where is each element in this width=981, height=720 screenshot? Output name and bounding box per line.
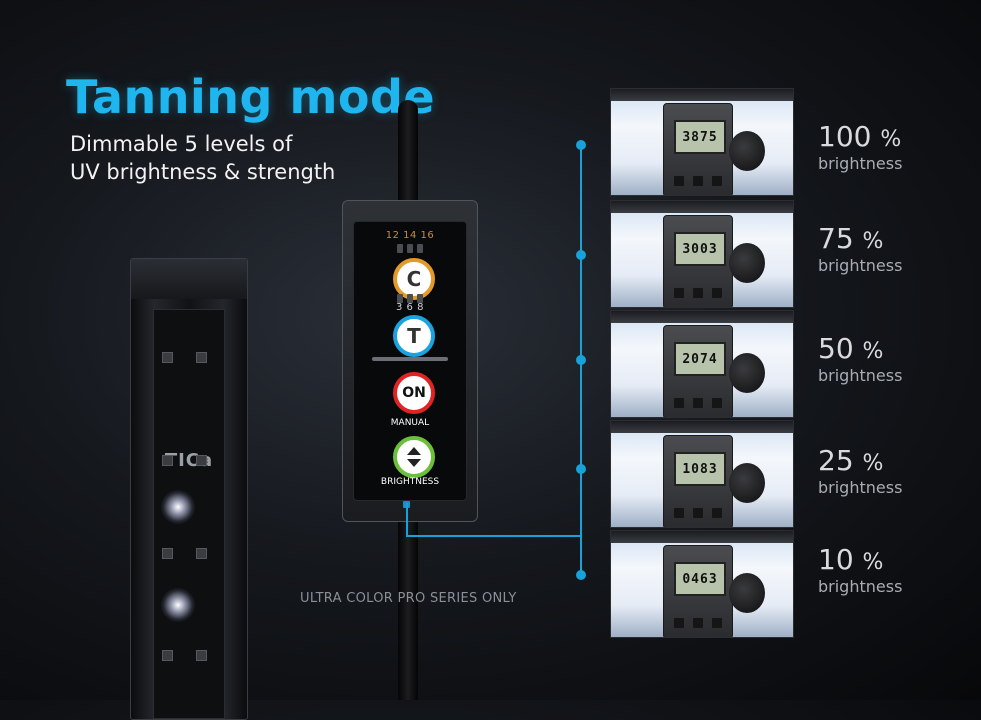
meter-reading: 3003 [674,232,726,266]
led-glow [161,490,195,524]
meter-photo-75: 3003 [610,200,794,308]
subtitle-line-1: Dimmable 5 levels of [70,132,293,156]
meter-photo-50: 2074 [610,310,794,418]
percent-symbol: % [880,127,902,152]
connector-node [576,570,586,580]
light-bar-led-strip: TICa [153,309,225,719]
controller-panel: 12 14 16 C 3 6 8 T ON MANUAL BRIGHTNESS [353,221,467,501]
subtitle: Dimmable 5 levels of UV brightness & str… [70,130,335,186]
meter-sensor [729,353,765,393]
level-percent: 25 [818,444,854,477]
subtitle-line-2: UV brightness & strength [70,160,336,184]
led-chip [196,548,207,559]
level-label-25: 25 % brightness [818,446,968,497]
connector-node [576,464,586,474]
t-button[interactable]: T [393,315,435,357]
connector-line [406,535,581,537]
meter-photo-100: 3875 [610,88,794,196]
meter-sensor [729,463,765,503]
lux-meter: 3875 [663,103,733,195]
led-chip [162,352,173,363]
meter-reading: 1083 [674,452,726,486]
lux-meter: 0463 [663,545,733,637]
level-word: brightness [818,577,903,596]
light-bar-endcap [131,259,247,299]
indicator-light [417,294,423,303]
led-chip [196,650,207,661]
power-cable-bottom [398,515,418,700]
level-percent: 75 [818,222,854,255]
percent-symbol: % [862,339,884,364]
brightness-label: BRIGHTNESS [380,477,440,487]
meter-sensor [729,573,765,613]
led-glow [161,588,195,622]
indicator-light [407,244,413,253]
level-word: brightness [818,366,903,385]
led-light-bar: TICa [130,258,248,720]
lux-meter: 1083 [663,435,733,527]
brightness-button[interactable] [393,436,435,478]
indicator-light [407,294,413,303]
connector-node [576,140,586,150]
controller-unit: 12 14 16 C 3 6 8 T ON MANUAL BRIGHTNESS [342,200,478,522]
meter-reading: 0463 [674,562,726,596]
led-chip [162,650,173,661]
panel-divider [372,357,448,361]
indicator-light [397,294,403,303]
led-chip [162,548,173,559]
level-percent: 100 [818,120,872,153]
percent-symbol: % [862,550,884,575]
channel-numbers-top: 12 14 16 [385,230,435,241]
meter-photo-10: 0463 [610,530,794,638]
connector-node [576,355,586,365]
led-chip [162,455,173,466]
c-button[interactable]: C [393,258,435,300]
connector-node [576,250,586,260]
level-label-75: 75 % brightness [818,224,968,275]
level-word: brightness [818,478,903,497]
lux-meter: 3003 [663,215,733,307]
meter-reading: 3875 [674,120,726,154]
indicator-light [417,244,423,253]
led-chip [196,455,207,466]
percent-symbol: % [862,229,884,254]
level-label-50: 50 % brightness [818,334,968,385]
level-word: brightness [818,154,903,173]
level-word: brightness [818,256,903,275]
level-label-100: 100 % brightness [818,122,968,173]
meter-sensor [729,243,765,283]
percent-symbol: % [862,451,884,476]
up-down-arrows-icon [407,447,421,467]
series-footnote: ULTRA COLOR PRO SERIES ONLY [300,591,517,606]
channel-numbers-mid: 3 6 8 [396,302,424,313]
level-label-10: 10 % brightness [818,545,968,596]
meter-photo-25: 1083 [610,420,794,528]
manual-label: MANUAL [390,418,430,428]
indicator-light [397,244,403,253]
on-button[interactable]: ON [393,372,435,414]
power-cable-top [398,100,418,210]
meter-sensor [729,131,765,171]
led-chip [196,352,207,363]
connector-line [406,503,408,536]
meter-reading: 2074 [674,342,726,376]
lux-meter: 2074 [663,325,733,417]
level-percent: 10 [818,543,854,576]
level-percent: 50 [818,332,854,365]
page-title: Tanning mode [66,70,436,124]
